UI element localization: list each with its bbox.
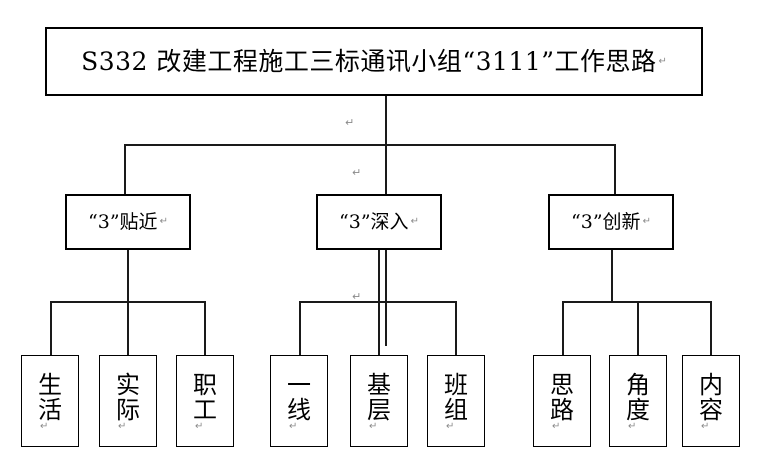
pilcrow-mark: ↵ — [446, 421, 455, 433]
leaf-char: 层 — [367, 396, 391, 425]
leaf-box-yixian[interactable]: 一 线 ↵ — [270, 355, 328, 447]
level2-box-chuangxin[interactable]: “3”创新↵ — [548, 194, 674, 250]
floating-pilcrow-2: ↵ — [352, 166, 362, 179]
pilcrow-mark: ↵ — [40, 421, 49, 433]
leaf-box-banzu[interactable]: 班 组 ↵ — [427, 355, 485, 447]
pilcrow-mark: ↵ — [642, 216, 651, 227]
title-box[interactable]: S332 改建工程施工三标通讯小组“3111”工作思路↵ — [45, 27, 703, 96]
connector-top-drop-left — [124, 144, 126, 195]
connector-top-drop-right — [614, 144, 616, 195]
leaf-text-stack: 基 层 ↵ — [367, 356, 391, 432]
pilcrow-mark: ↵ — [369, 421, 378, 433]
leaf-char: 工 — [193, 396, 217, 425]
leaf-char: 班 — [444, 371, 468, 399]
connector-shenru-drop-2 — [378, 301, 380, 356]
leaf-char: 组 — [444, 396, 468, 425]
leaf-box-silu[interactable]: 思 路 ↵ — [533, 355, 591, 447]
pilcrow-mark: ↵ — [118, 421, 127, 433]
level2-label: “3”创新 — [571, 210, 641, 233]
leaf-box-shiji[interactable]: 实 际 ↵ — [99, 355, 157, 447]
pilcrow-mark: ↵ — [159, 216, 168, 227]
leaf-char: 角 — [626, 371, 650, 399]
leaf-box-shenghuo[interactable]: 生 活 ↵ — [21, 355, 79, 447]
leaf-box-jiceng[interactable]: 基 层 ↵ — [350, 355, 408, 447]
leaf-char: 度 — [626, 396, 650, 425]
connector-tiejin-drop-1 — [50, 301, 52, 356]
leaf-text-stack: 内 容 ↵ — [699, 356, 723, 432]
connector-chuangxin-stem — [611, 250, 613, 302]
pilcrow-mark: ↵ — [628, 421, 637, 433]
floating-pilcrow-1: ↵ — [345, 116, 355, 129]
connector-shenru-drop-1 — [299, 301, 301, 356]
leaf-char: 线 — [287, 396, 311, 425]
leaf-text-stack: 班 组 ↵ — [444, 356, 468, 432]
connector-chuangxin-drop-2 — [637, 301, 639, 356]
leaf-text-stack: 生 活 ↵ — [38, 356, 62, 432]
level2-box-tiejin[interactable]: “3”贴近↵ — [65, 194, 191, 250]
pilcrow-mark: ↵ — [701, 421, 710, 433]
leaf-char: 内 — [699, 371, 723, 399]
pilcrow-mark: ↵ — [410, 216, 419, 227]
leaf-char: 职 — [193, 371, 217, 399]
leaf-char: 活 — [38, 396, 62, 425]
leaf-char: 生 — [38, 371, 62, 399]
leaf-text-stack: 职 工 ↵ — [193, 356, 217, 432]
connector-tiejin-drop-2 — [127, 301, 129, 356]
leaf-box-neirong[interactable]: 内 容 ↵ — [682, 355, 740, 447]
leaf-text-stack: 实 际 ↵ — [116, 356, 140, 432]
pilcrow-mark: ↵ — [195, 421, 204, 433]
leaf-char: 际 — [116, 396, 140, 425]
connector-chuangxin-drop-1 — [562, 301, 564, 356]
title-text: S332 改建工程施工三标通讯小组“3111”工作思路 — [81, 47, 657, 76]
leaf-text-stack: 角 度 ↵ — [626, 356, 650, 432]
level2-box-shenru[interactable]: “3”深入↵ — [316, 194, 442, 250]
leaf-char: 基 — [367, 371, 391, 399]
leaf-char: 容 — [699, 396, 723, 425]
pilcrow-mark: ↵ — [552, 421, 561, 433]
leaf-text-stack: 一 线 ↵ — [287, 356, 311, 432]
connector-top-bus — [124, 144, 616, 146]
pilcrow-mark: ↵ — [289, 421, 298, 433]
connector-chuangxin-drop-3 — [710, 301, 712, 356]
floating-pilcrow-3: ↵ — [352, 290, 362, 303]
connector-tiejin-stem — [127, 250, 129, 302]
pilcrow-mark: ↵ — [658, 55, 667, 67]
connector-shenru-bus — [299, 301, 456, 303]
leaf-text-stack: 思 路 ↵ — [550, 356, 574, 432]
connector-shenru-stem — [378, 250, 380, 302]
leaf-char: 路 — [550, 396, 574, 425]
connector-tiejin-drop-3 — [204, 301, 206, 356]
leaf-box-jiaodu[interactable]: 角 度 ↵ — [609, 355, 667, 447]
level2-label: “3”深入 — [339, 210, 409, 233]
leaf-char: 实 — [116, 371, 140, 399]
level2-label: “3”贴近 — [88, 210, 158, 233]
connector-shenru-drop-3 — [455, 301, 457, 356]
leaf-box-zhigong[interactable]: 职 工 ↵ — [176, 355, 234, 447]
leaf-char: 思 — [550, 371, 574, 399]
leaf-char: 一 — [287, 371, 311, 399]
